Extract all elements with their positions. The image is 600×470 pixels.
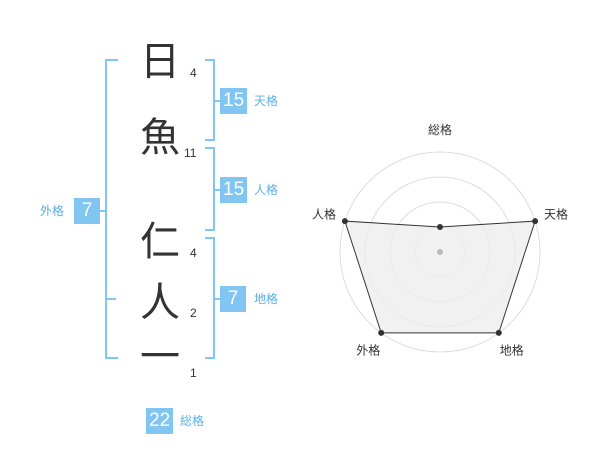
- radar-point-1: [532, 218, 539, 225]
- name-char-3: 仁: [140, 219, 180, 265]
- soukaku-badge: 22: [146, 408, 174, 434]
- name-char-5: 一: [140, 334, 180, 380]
- radar-ring-4: [339, 151, 541, 353]
- jinkaku-label: 人格: [254, 183, 279, 197]
- stroke-count-4: 2: [190, 306, 197, 320]
- radar-axis-label-1: 天格: [544, 206, 568, 221]
- radar-point-2: [495, 329, 502, 336]
- radar-point-0: [437, 224, 443, 230]
- radar-axis-label-0: 総格: [428, 122, 452, 137]
- name-char-2: 魚: [140, 115, 180, 161]
- radar-center: [437, 249, 443, 255]
- stroke-count-3: 4: [190, 246, 197, 260]
- radar-axis-label-2: 地格: [500, 343, 524, 358]
- radar-polygon-group: [341, 218, 539, 336]
- name-char-1: 日: [140, 39, 180, 85]
- radar-point-3: [378, 329, 385, 336]
- soukaku-label: 総格: [180, 414, 205, 428]
- stroke-count-5: 1: [190, 366, 197, 380]
- gaikaku-label: 外格: [40, 204, 65, 218]
- stroke-count-1: 4: [190, 66, 197, 80]
- stroke-count-2: 11: [184, 146, 197, 160]
- chikaku-label: 地格: [254, 292, 279, 306]
- radar-axis-label-3: 外格: [356, 343, 380, 358]
- gaikaku-badge: 7: [74, 198, 100, 224]
- chikaku-badge: 7: [220, 286, 246, 312]
- radar-axis-label-4: 人格: [312, 206, 336, 221]
- tenkaku-badge: 15: [220, 88, 248, 114]
- name-char-4: 人: [140, 280, 180, 326]
- radar-polygon: [344, 220, 536, 334]
- radar-point-4: [341, 218, 348, 225]
- tenkaku-label: 天格: [254, 94, 279, 108]
- jinkaku-bracket: [205, 147, 215, 231]
- gaikaku-bracket: [105, 59, 118, 359]
- jinkaku-badge: 15: [220, 177, 248, 203]
